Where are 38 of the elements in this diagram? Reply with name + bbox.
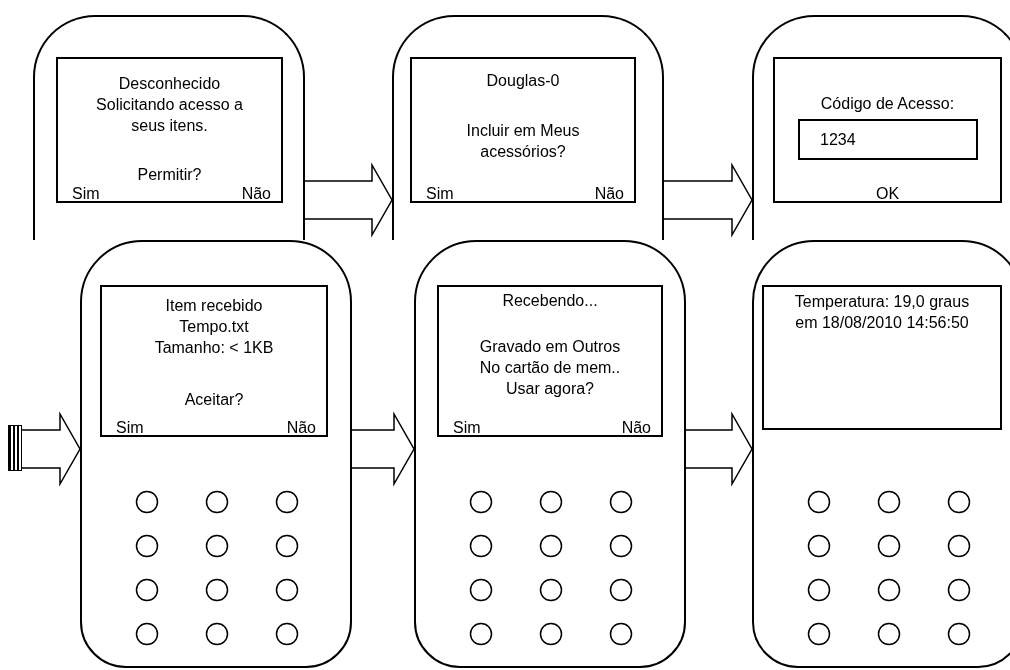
softkey-label: Sim (426, 185, 454, 202)
phone-outline (33, 15, 305, 240)
phone-screen (100, 285, 328, 437)
phone-screen (773, 57, 1002, 203)
phone-outline (752, 15, 1010, 240)
softkey-label: Não (594, 185, 624, 202)
phone-screen (437, 285, 663, 437)
phone-outline (752, 240, 1010, 668)
screen-text: Gravado em Outros No cartão de mem.. Usar agora? (478, 337, 622, 399)
phone-outline (80, 240, 352, 668)
phone-screen (762, 285, 1002, 430)
block-arrow (21, 411, 81, 487)
connector-plug (8, 425, 22, 471)
input-field: 1234 (798, 119, 978, 160)
screen-text: Recebendo... (501, 291, 599, 311)
phone-screen (410, 57, 636, 203)
block-arrow (304, 162, 393, 238)
phone-outline (392, 15, 664, 240)
softkey-label: Sim (453, 419, 481, 436)
screen-text: Item recebido Tempo.txt Tamanho: < 1KB (153, 296, 275, 358)
screen-text: Aceitar? (183, 390, 245, 410)
screen-text: Desconhecido Solicitando acesso a seus itens. (95, 74, 244, 136)
screen-text: Douglas-0 (485, 71, 561, 91)
screen-text: Incluir em Meus acessórios? (465, 121, 581, 162)
block-arrow (351, 411, 415, 487)
phone-outline (414, 240, 686, 668)
softkey-label: Sim (116, 419, 144, 436)
softkey-label: Não (241, 185, 271, 202)
softkey-label: Sim (72, 185, 100, 202)
softkey-label: Não (621, 419, 651, 436)
phone-screen (56, 57, 283, 203)
block-arrow (685, 411, 753, 487)
softkey-label: OK (874, 185, 901, 202)
screen-text: Permitir? (136, 165, 203, 185)
screen-text: Código de Acesso: (819, 94, 956, 114)
softkey-label: Não (286, 419, 316, 436)
block-arrow (663, 162, 753, 238)
screen-text: Temperatura: 19,0 graus em 18/08/2010 14:56:50 (793, 292, 971, 333)
